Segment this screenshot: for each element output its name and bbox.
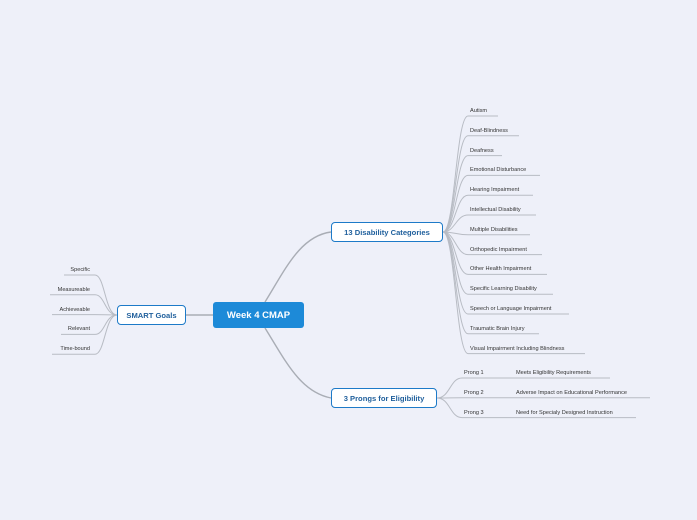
prong-detail[interactable]: Need for Specialy Designed Instruction — [516, 409, 613, 416]
prong-label[interactable]: Prong 3 — [464, 409, 484, 416]
connector-prong-0 — [436, 377, 507, 399]
connector-central-prongs — [264, 327, 332, 399]
central-topic[interactable]: Week 4 CMAP — [213, 302, 304, 328]
disability-category-item[interactable]: Specific Learning Disability — [470, 286, 537, 293]
disability-category-item[interactable]: Intellectual Disability — [470, 207, 521, 213]
connector-disability-9 — [442, 231, 553, 295]
connector-disability-1 — [442, 135, 519, 233]
topic-prongs-eligibility[interactable]: 3 Prongs for Eligibility — [331, 388, 437, 408]
disability-category-item[interactable]: Hearing Impairment — [470, 187, 520, 194]
disability-category-item[interactable]: Visual Impairment Including Blindness — [470, 345, 565, 352]
disability-category-item[interactable]: Emotional Disturbance — [470, 167, 527, 174]
connector-disability-10 — [442, 231, 569, 315]
connector-disability-12 — [442, 231, 585, 355]
connector-disability-0 — [442, 115, 498, 233]
disability-category-item[interactable]: Multiple Disabilities — [470, 226, 518, 233]
prong-label[interactable]: Prong 1 — [464, 370, 484, 376]
connector-smart-1 — [50, 294, 118, 316]
topic-disability-categories[interactable]: 13 Disability Categories — [331, 222, 443, 242]
disability-category-item[interactable]: Orthopedic Impairment — [470, 246, 527, 253]
disability-category-item[interactable]: Speech or Language Impairment — [470, 306, 552, 312]
disability-category-item[interactable]: Other Health Impairment — [470, 266, 532, 273]
smart-goal-item[interactable]: Measureable — [57, 286, 90, 293]
connector-disability-6 — [442, 231, 530, 236]
prong-detail[interactable]: Adverse Impact on Educational Performanc… — [516, 389, 628, 396]
disability-category-item[interactable]: Deaf-Blindness — [470, 127, 508, 134]
topic-smart-goals[interactable]: SMART Goals — [117, 305, 186, 325]
connector-smart-4 — [52, 314, 118, 355]
connector-smart-0 — [64, 274, 118, 316]
connector-disability-4 — [442, 194, 533, 233]
connector-central-disability — [264, 231, 332, 303]
connector-disability-5 — [442, 214, 536, 233]
smart-goal-item[interactable]: Time-bound — [60, 346, 90, 353]
prong-detail[interactable]: Meets Eligibility Requirements — [516, 370, 591, 376]
smart-goal-item[interactable]: Achieveable — [59, 306, 90, 313]
connector-disability-2 — [442, 155, 502, 233]
disability-category-item[interactable]: Autism — [470, 108, 488, 114]
connector-prong-2 — [436, 397, 507, 419]
disability-category-item[interactable]: Deafness — [470, 147, 494, 154]
smart-goal-item[interactable]: Specific — [70, 267, 90, 273]
connector-disability-3 — [442, 174, 540, 233]
disability-category-item[interactable]: Traumatic Brain Injury — [470, 325, 525, 332]
smart-goal-item[interactable]: Relevant — [67, 326, 90, 333]
prong-label[interactable]: Prong 2 — [464, 389, 484, 396]
